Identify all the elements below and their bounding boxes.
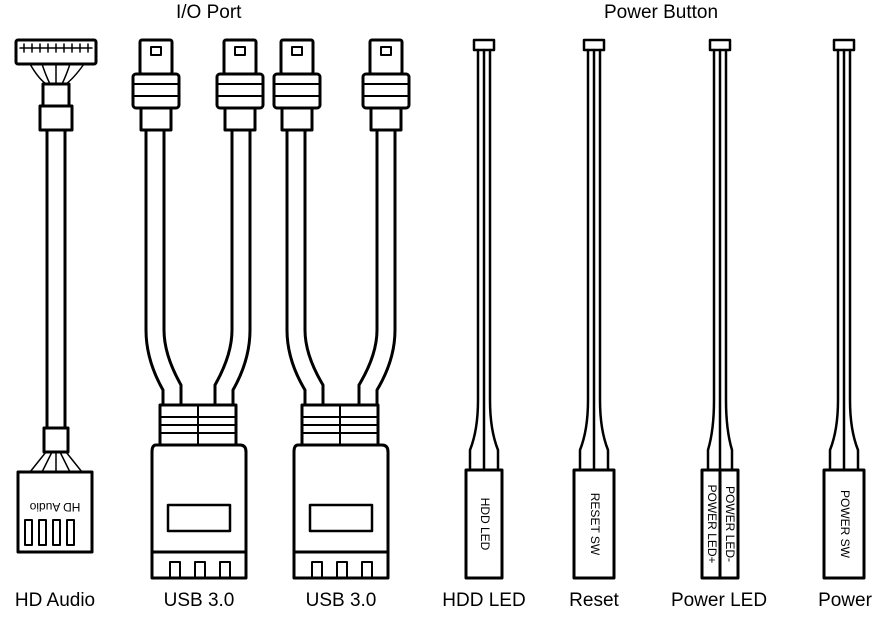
usb-cable-2 bbox=[272, 38, 411, 580]
hd-audio-printed: HD Audio bbox=[29, 500, 80, 514]
hdd-led-printed: HDD LED bbox=[478, 498, 492, 551]
usb-label-1: USB 3.0 bbox=[163, 590, 235, 611]
power-label: Power bbox=[818, 590, 872, 611]
power-sw-printed: POWER SW bbox=[838, 490, 852, 559]
reset-printed: RESET SW bbox=[588, 493, 602, 556]
power-led-plus-printed: POWER LED+ bbox=[705, 484, 719, 563]
hdd-led-cable: HDD LED bbox=[464, 38, 504, 580]
power-led-minus-printed: POWER LED- bbox=[723, 486, 737, 562]
power-led-label: Power LED bbox=[670, 590, 768, 611]
hdd-led-label: HDD LED bbox=[442, 590, 526, 611]
usb-cable-1 bbox=[131, 38, 265, 580]
power-sw-cable: POWER SW bbox=[822, 38, 866, 580]
io-port-heading: I/O Port bbox=[176, 2, 242, 23]
reset-label: Reset bbox=[569, 590, 619, 611]
power-led-cable: POWER LED- POWER LED+ bbox=[700, 38, 740, 580]
hd-audio-cable: HD Audio bbox=[14, 38, 98, 554]
hd-audio-label: HD Audio bbox=[14, 590, 96, 611]
usb-label-2: USB 3.0 bbox=[305, 590, 377, 611]
power-button-heading: Power Button bbox=[604, 2, 719, 23]
reset-cable: RESET SW bbox=[572, 38, 616, 580]
